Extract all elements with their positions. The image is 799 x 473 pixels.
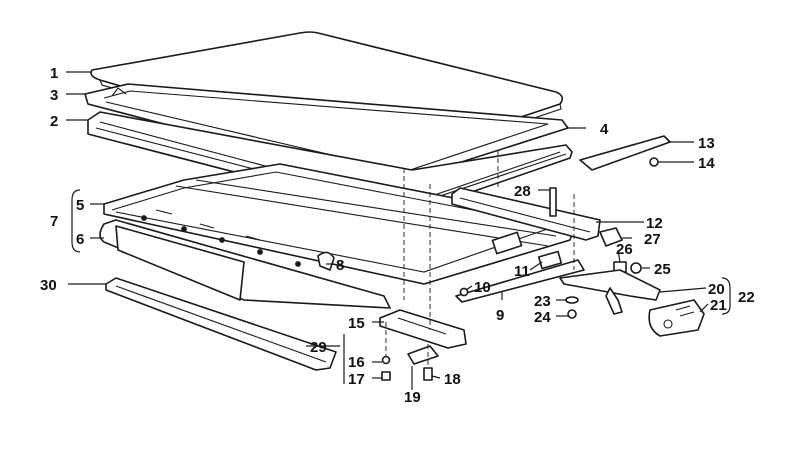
part-24-nut [567, 309, 577, 319]
label-25: 25 [654, 261, 671, 278]
part-19-slider [407, 345, 439, 365]
label-1: 1 [50, 65, 58, 82]
label-20: 20 [708, 281, 725, 298]
part-21-drive-unit [648, 299, 705, 337]
part-3-frame-seal [84, 83, 569, 187]
label-29: 29 [310, 339, 327, 356]
group-brackets [71, 189, 731, 384]
part-16-washer [381, 355, 391, 365]
assembly-lines [385, 150, 575, 366]
callout-labels: 1 3 2 4 5 7 6 8 9 10 11 12 13 14 15 16 1… [40, 65, 755, 406]
label-12: 12 [646, 215, 663, 232]
label-22: 22 [738, 289, 755, 306]
label-3: 3 [50, 87, 58, 104]
part-9-slide-rail [455, 259, 585, 303]
part-8-clip [317, 251, 335, 271]
label-14: 14 [698, 155, 715, 172]
part-28-pin [549, 187, 557, 217]
part-20-lever [559, 269, 661, 315]
label-8: 8 [336, 257, 344, 274]
part-14-screw [649, 157, 659, 167]
label-28: 28 [514, 183, 531, 200]
part-25-nut [630, 262, 642, 274]
label-13: 13 [698, 135, 715, 152]
label-23: 23 [534, 293, 551, 310]
label-21: 21 [710, 297, 727, 314]
label-7: 7 [50, 213, 58, 230]
label-17: 17 [348, 371, 365, 388]
label-24: 24 [534, 309, 551, 326]
label-4: 4 [600, 121, 609, 138]
part-15-hinge-bracket [379, 309, 467, 349]
part-17-screw [381, 371, 391, 381]
part-18-screw [423, 367, 433, 381]
label-9: 9 [496, 307, 504, 324]
label-26: 26 [616, 241, 633, 258]
label-18: 18 [444, 371, 461, 388]
label-2: 2 [50, 113, 58, 130]
part-27-block [599, 227, 623, 247]
label-15: 15 [348, 315, 365, 332]
label-5: 5 [76, 197, 84, 214]
part-23-nut [565, 296, 579, 304]
label-10: 10 [474, 279, 491, 296]
part-12-guide-rail [451, 187, 601, 241]
part-6-drain-channel [99, 215, 391, 309]
label-11: 11 [514, 263, 530, 280]
leader-lines [66, 71, 709, 390]
part-26-bolt [613, 261, 627, 273]
label-6: 6 [76, 231, 84, 248]
label-27: 27 [644, 231, 661, 248]
label-19: 19 [404, 389, 421, 406]
label-16: 16 [348, 354, 365, 371]
part-30-weather-strip [105, 277, 337, 371]
label-30: 30 [40, 277, 57, 294]
part-10-screw [459, 287, 469, 297]
